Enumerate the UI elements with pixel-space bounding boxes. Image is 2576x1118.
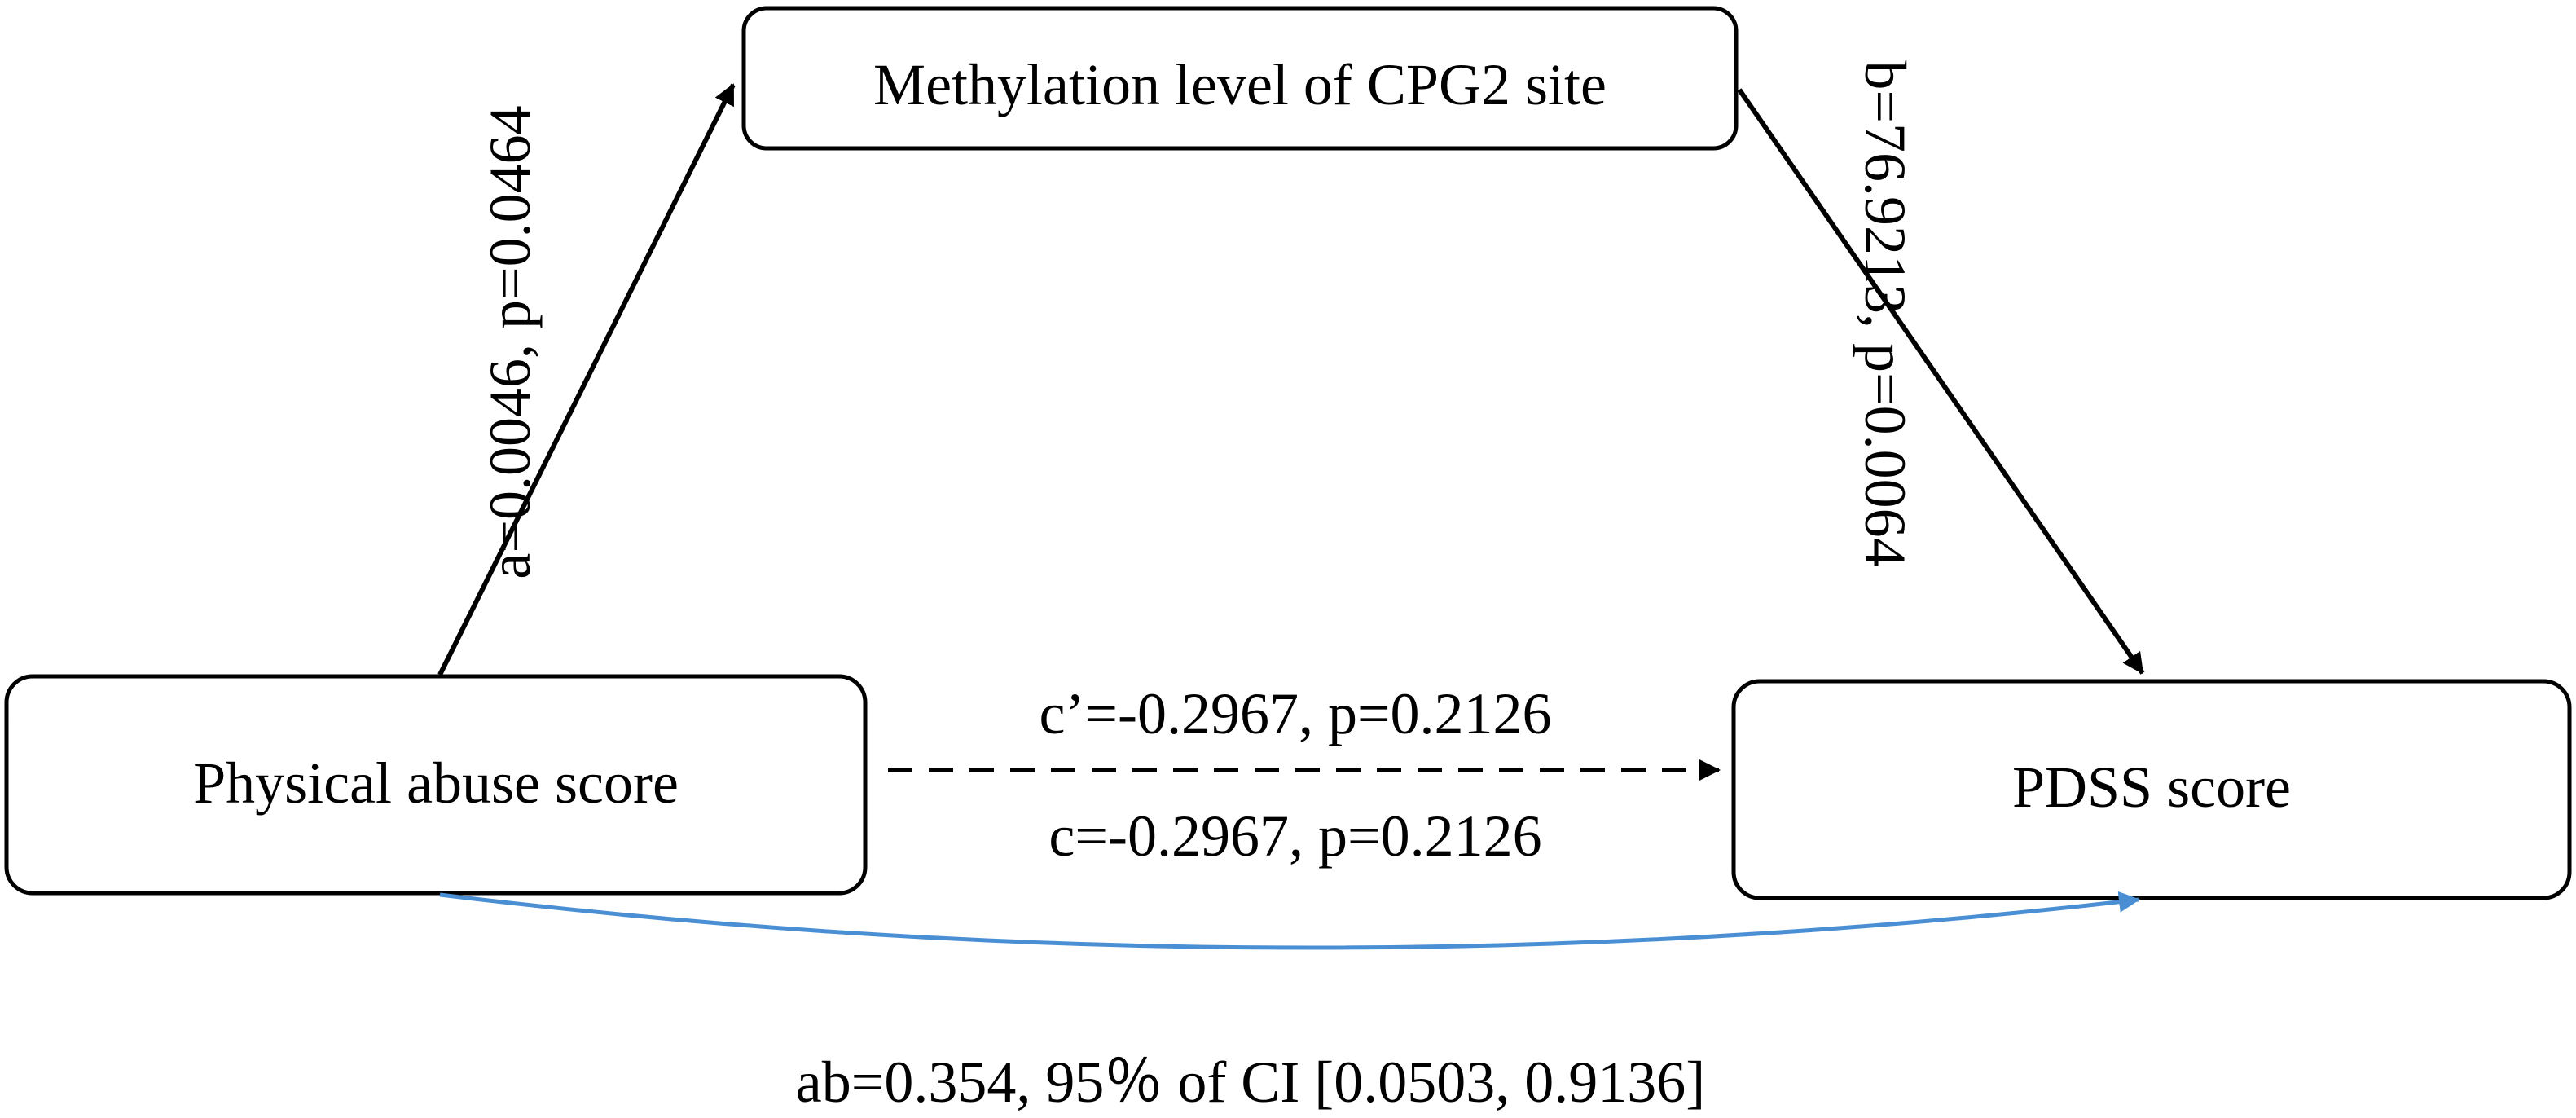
path-c-label: c=-0.2967, p=0.2126 [1048,803,1541,869]
indirect-effect-curve [439,891,2140,950]
path-b-label: b=76.9213, p=0.0064 [1853,60,1918,566]
indirect-effect-label: ab=0.354, 95％ of CI [0.0503, 0.9136] [796,1050,1706,1115]
dependent-label: PDSS score [2012,755,2291,820]
path-c-prime-label: c’=-0.2967, p=0.2126 [1039,681,1551,746]
independent-label: Physical abuse score [193,750,679,816]
mediator-node: Methylation level of CPG2 site [741,6,1739,151]
mediator-label: Methylation level of CPG2 site [873,52,1607,117]
path-a-label: a=0.0046, p=0.0464 [477,105,543,579]
path-b-arrow [1737,88,2145,675]
path-a-arrow [437,83,736,676]
independent-node: Physical abuse score [4,674,868,896]
dependent-node: PDSS score [1731,679,2572,900]
